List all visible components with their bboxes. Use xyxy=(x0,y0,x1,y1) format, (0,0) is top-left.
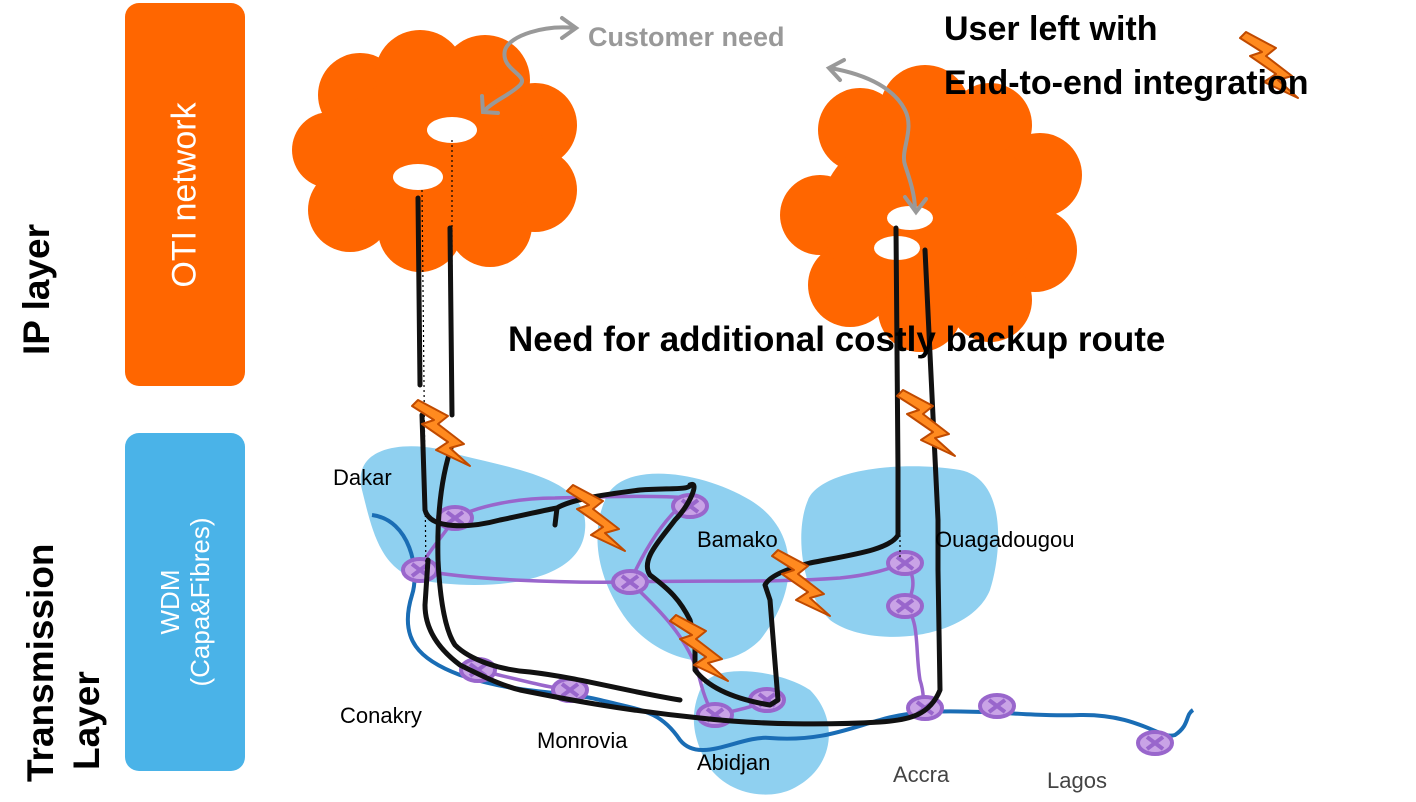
node-cross-icon xyxy=(611,569,649,595)
router-ellipse xyxy=(393,164,443,190)
submarine-fibre xyxy=(371,513,1195,752)
wdm-box: WDM (Capa&Fibres) xyxy=(125,433,245,771)
node-cross-icon xyxy=(886,550,924,576)
ip-routes xyxy=(415,195,943,727)
router-ellipse xyxy=(887,206,933,230)
ip-cloud-right xyxy=(780,65,1082,352)
city-conakry: Conakry xyxy=(340,703,422,728)
customer-need-arrows xyxy=(480,16,928,216)
zone-abidjan xyxy=(693,671,829,795)
node-cross-icon xyxy=(1136,730,1174,756)
zone-bamako xyxy=(597,473,789,662)
router-ellipse xyxy=(427,117,477,143)
node-cross-icon xyxy=(401,557,439,583)
lightning-bolt-icon xyxy=(896,389,956,457)
double-arrow-icon xyxy=(828,66,917,212)
city-monrovia: Monrovia xyxy=(537,728,628,753)
user-left-line1: User left with xyxy=(944,10,1158,48)
city-ouagadougou: Ouagadougou xyxy=(935,527,1075,552)
node-cross-icon xyxy=(978,693,1016,719)
city-lagos: Lagos xyxy=(1047,768,1107,793)
ip-cloud-left xyxy=(292,30,577,272)
city-abidjan: Abidjan xyxy=(697,750,771,775)
double-arrow-icon xyxy=(483,25,576,112)
customer-need-label: Customer need xyxy=(588,22,785,52)
node-cross-icon xyxy=(886,593,924,619)
city-accra: Accra xyxy=(893,762,950,787)
city-dakar: Dakar xyxy=(333,465,392,490)
user-left-line2: End-to-end integration xyxy=(944,64,1309,102)
oti-network-box: OTI network xyxy=(125,3,245,386)
city-bamako: Bamako xyxy=(697,527,778,552)
backup-route-label: Need for additional costly backup route xyxy=(508,320,1166,359)
